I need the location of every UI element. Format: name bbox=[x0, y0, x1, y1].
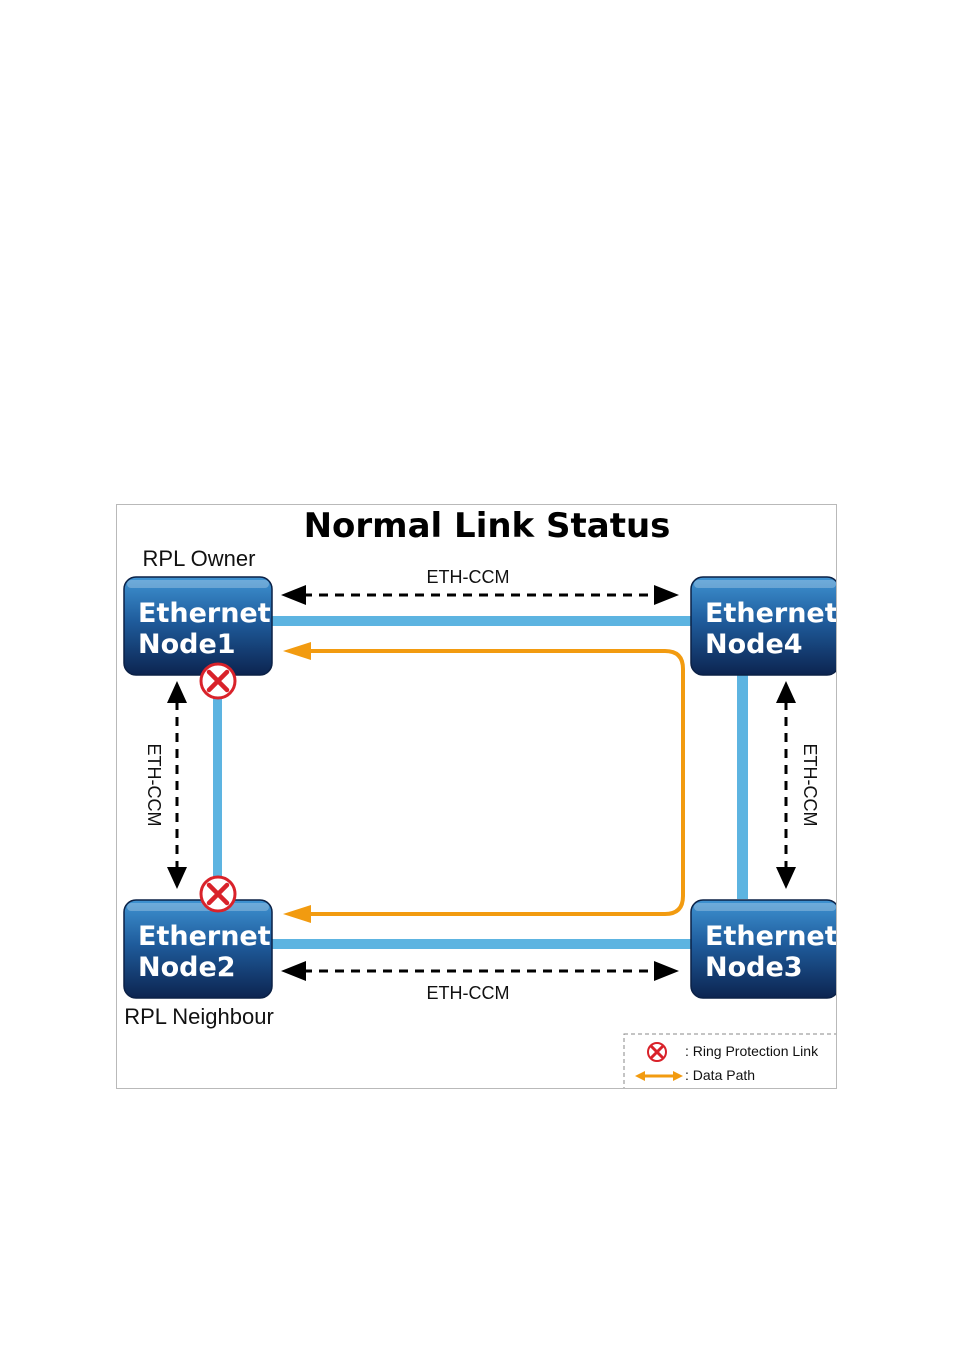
node4-line2: Node4 bbox=[705, 629, 803, 660]
node3-line1: Ethernet bbox=[705, 921, 837, 952]
node4-line1: Ethernet bbox=[705, 598, 837, 629]
ring-link-node4-node3 bbox=[737, 667, 748, 899]
ccm-label-bottom: ETH-CCM bbox=[427, 983, 510, 1003]
rpl-neighbour-label: RPL Neighbour bbox=[124, 1004, 274, 1029]
node2-line2: Node2 bbox=[138, 952, 236, 983]
block-mark-icon bbox=[199, 875, 237, 913]
ring-link-node2-node3 bbox=[267, 939, 697, 949]
node1-line1: Ethernet bbox=[138, 598, 271, 629]
legend-block-mark-icon bbox=[647, 1042, 667, 1062]
node2: Ethernet Node2 bbox=[123, 899, 273, 999]
node3: Ethernet Node3 bbox=[690, 899, 837, 999]
legend-data-path-label: : Data Path bbox=[685, 1067, 755, 1083]
node1: Ethernet Node1 bbox=[123, 576, 273, 676]
ccm-label-left: ETH-CCM bbox=[144, 744, 164, 827]
node4: Ethernet Node4 bbox=[690, 576, 837, 676]
diagram-canvas: Normal Link Status ETH-CCM ETH-CCM ETH-C… bbox=[123, 506, 837, 1088]
ring-link-node1-node4 bbox=[267, 616, 697, 626]
ccm-label-top: ETH-CCM bbox=[427, 567, 510, 587]
diagram-title: Normal Link Status bbox=[304, 506, 671, 546]
data-path-line bbox=[297, 649, 685, 916]
rpl-owner-label: RPL Owner bbox=[143, 546, 256, 571]
ccm-label-right: ETH-CCM bbox=[800, 744, 820, 827]
node2-line1: Ethernet bbox=[138, 921, 271, 952]
block-mark-icon bbox=[199, 662, 237, 700]
legend-data-path-icon bbox=[635, 1071, 683, 1081]
legend-ring-protection-label: : Ring Protection Link bbox=[685, 1043, 819, 1059]
ccm-arrow-left bbox=[167, 681, 187, 889]
ring-link-node1-node2 bbox=[213, 667, 222, 899]
ccm-arrow-top bbox=[281, 585, 679, 605]
ccm-arrow-right bbox=[776, 681, 796, 889]
ring-diagram: Normal Link Status ETH-CCM ETH-CCM ETH-C… bbox=[116, 504, 837, 1089]
ccm-arrow-bottom bbox=[281, 961, 679, 981]
node1-line2: Node1 bbox=[138, 629, 236, 660]
data-path-arrowhead-node2 bbox=[283, 905, 311, 923]
node3-line2: Node3 bbox=[705, 952, 803, 983]
data-path-arrowhead-node1 bbox=[283, 642, 311, 660]
legend: : Ring Protection Link : Data Path bbox=[623, 1033, 836, 1088]
